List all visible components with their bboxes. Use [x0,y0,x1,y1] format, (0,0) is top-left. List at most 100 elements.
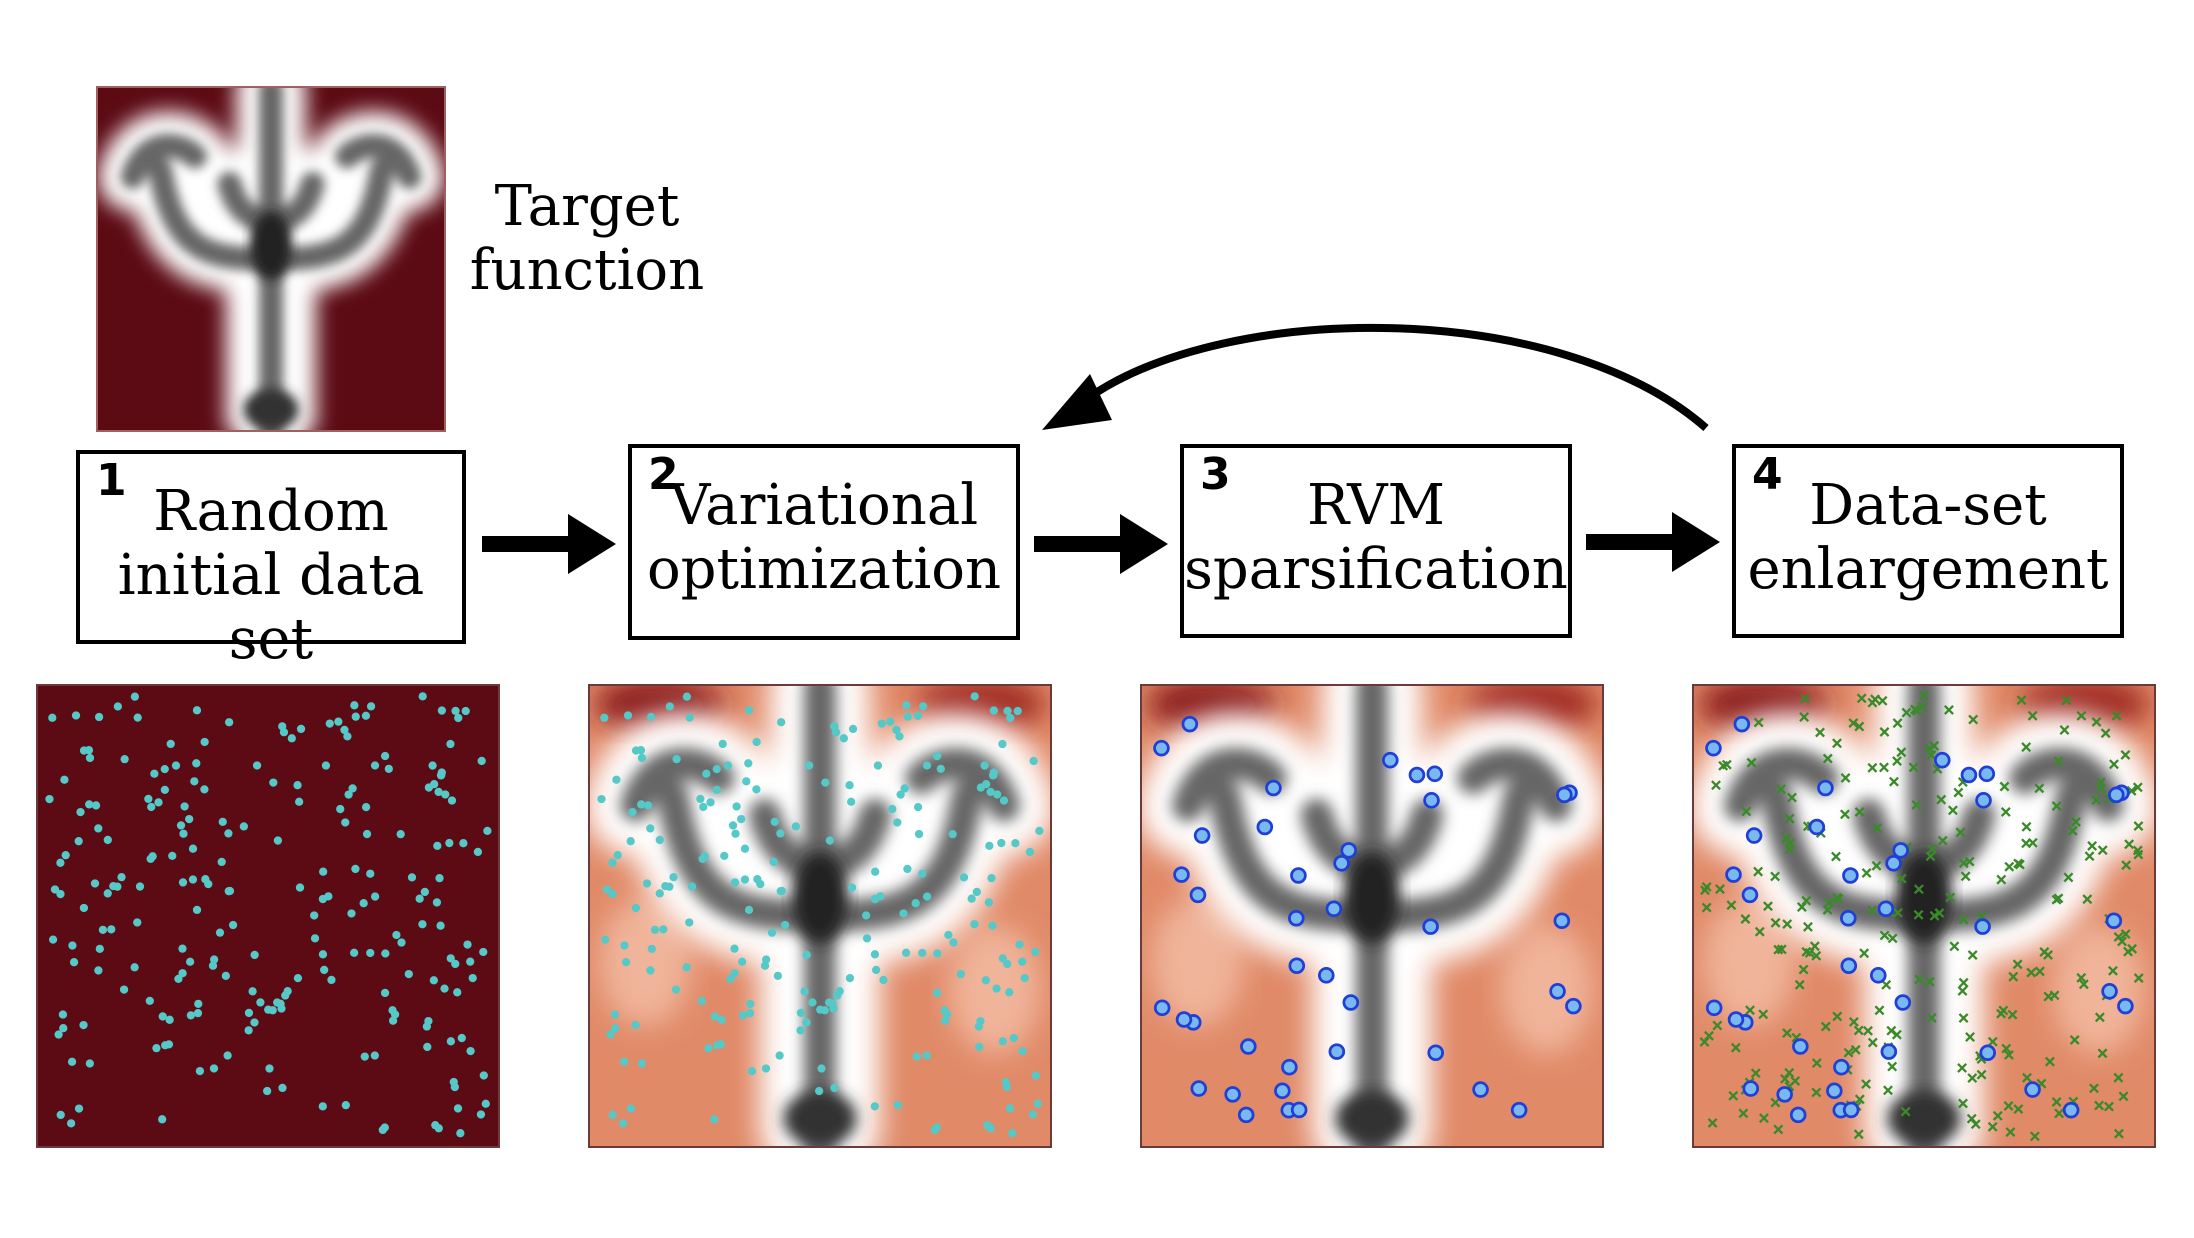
relevance-vector [1224,1086,1241,1103]
new-data-point [1911,800,1922,810]
data-point [201,875,210,884]
relevance-vector [1727,1011,1745,1028]
new-data-point [2124,839,2135,850]
data-point [404,969,413,979]
data-point [802,1018,811,1027]
data-point [144,794,153,804]
data-point [91,801,101,810]
new-data-point [2133,821,2144,832]
data-point [209,955,219,964]
new-data-point [2078,979,2089,990]
data-point [912,1052,921,1061]
data-point [479,1071,488,1080]
new-data-point [2029,1131,2040,1142]
data-point [451,959,460,969]
data-point [154,798,163,807]
new-data-point [1859,948,1870,959]
relevance-vector [1173,866,1190,883]
data-point [79,746,89,755]
data-point [437,770,446,780]
data-point [341,818,350,827]
relevance-vector [1892,842,1909,859]
new-data-point [1879,762,1889,773]
step-box-data-set-enlargement: 4 Data-set enlargement [1732,444,2124,638]
relevance-vector [1733,715,1751,733]
data-point [370,1051,379,1060]
data-point [932,751,942,761]
relevance-vector [1333,855,1350,872]
new-data-point [1874,1005,1885,1016]
data-point [830,1083,839,1093]
new-data-point [1782,919,1793,929]
data-point [731,829,740,838]
data-point [710,1012,719,1021]
data-point [344,790,353,799]
data-point [985,841,994,850]
data-point [436,921,445,930]
relevance-vector [1274,1082,1291,1100]
data-point [821,778,830,787]
data-point [158,1115,167,1124]
data-point [180,802,189,811]
data-point [895,732,904,741]
relevance-vector [1325,900,1343,918]
data-point [700,852,709,861]
new-data-point [1707,1117,1718,1128]
new-data-point [1843,1047,1854,1058]
relevance-vector [2024,1081,2041,1098]
data-point [185,957,195,966]
new-data-point [2127,943,2138,954]
data-point [74,837,83,846]
data-point [152,1044,161,1053]
target-label-line2: function [469,238,705,303]
data-point [646,824,655,833]
data-point [160,764,169,774]
new-data-point [1770,917,1781,928]
new-data-point [1957,986,1968,996]
data-point [1001,1077,1010,1087]
data-point [1020,973,1029,983]
data-point [378,1125,387,1135]
data-point [446,954,455,963]
new-data-point [2027,710,2038,721]
new-data-point [1854,1094,1865,1105]
data-point [959,873,969,882]
data-point [158,1012,167,1021]
data-point [179,829,188,838]
new-data-point [1867,905,1878,916]
curved-loop-arrow-icon [1042,323,1709,432]
data-point [420,887,429,897]
new-data-point [1967,1073,1978,1083]
data-point [1028,1110,1038,1119]
data-point [283,987,292,996]
data-point [744,706,754,715]
data-point [998,1037,1008,1046]
data-point [432,898,442,907]
data-point [192,706,202,715]
data-point [380,988,390,998]
new-data-point [1872,823,1883,834]
data-point [466,1046,475,1056]
step-box-rvm-sparsification: 3 RVM sparsification [1180,444,1572,638]
data-point [983,1121,992,1130]
data-point [252,761,262,770]
data-point [269,778,278,787]
data-point [440,984,449,993]
data-point [133,713,142,722]
relevance-vector [1565,997,1582,1015]
data-point [148,852,157,861]
data-point [892,725,901,735]
new-data-point [1892,718,1903,729]
data-point [744,759,753,768]
data-point [775,1051,784,1060]
data-point [752,737,761,747]
new-data-point [1712,1020,1723,1031]
right-arrow-icon [1034,514,1168,574]
data-point [914,829,924,839]
new-data-point [2053,893,2064,904]
data-point [428,761,437,770]
new-data-point [2013,1104,2024,1114]
new-data-point [1958,914,1969,925]
data-point [171,761,181,770]
relevance-vector [2117,997,2134,1015]
